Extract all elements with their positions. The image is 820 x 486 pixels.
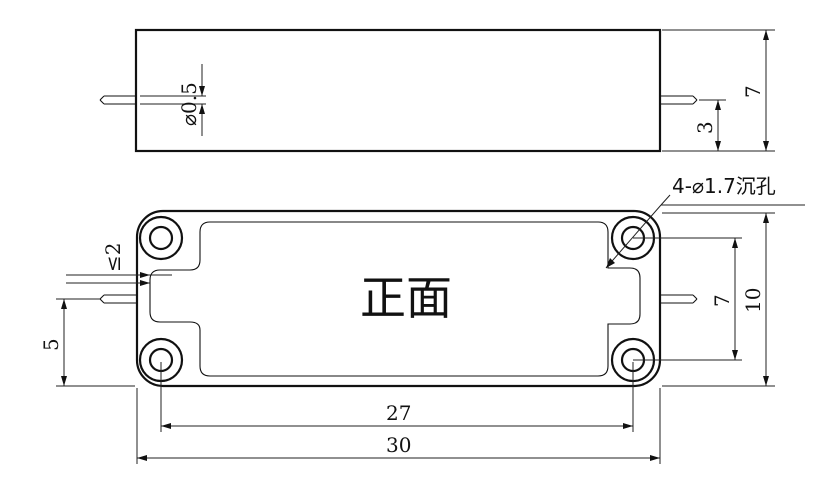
width-label: 30 <box>386 433 411 457</box>
top-view-body <box>134 28 662 153</box>
top-view-height-dimension: 7 <box>662 29 775 152</box>
pin-diameter-label: ⌀0.5 <box>177 82 201 126</box>
hole-spacing-horizontal-label: 27 <box>386 401 411 425</box>
front-view-body <box>135 209 662 388</box>
top-view: ⌀0.5 7 3 <box>99 28 775 153</box>
front-view-height-dimension: 10 <box>662 212 775 387</box>
width-dimension: 30 <box>136 388 661 464</box>
front-view-pin-height-dimension: 5 <box>39 298 135 387</box>
front-view-label: 正面 <box>360 271 452 325</box>
front-view-pin-height-label: 5 <box>39 338 63 351</box>
hole-spacing-horizontal-dimension: 27 <box>160 362 634 432</box>
top-view-left-pin <box>99 95 136 105</box>
gap-label: ≤2 <box>101 243 125 272</box>
top-view-height-label: 7 <box>741 85 765 98</box>
top-view-right-pin <box>660 95 698 105</box>
top-view-pin-height-dimension: 3 <box>693 99 726 151</box>
mounting-hole-top-left <box>138 215 184 261</box>
top-view-pin-height-label: 3 <box>693 121 717 134</box>
pin-diameter-dimension: ⌀0.5 <box>140 64 206 136</box>
front-view: 正面 4-⌀1.7沉孔 ≤2 5 <box>39 174 805 464</box>
front-view-right-pin <box>660 294 698 304</box>
front-view-left-pin <box>99 294 137 304</box>
front-view-inner-outline <box>149 221 641 377</box>
hole-spacing-vertical-dimension: 7 <box>633 237 742 361</box>
gap-dimension: ≤2 <box>66 243 172 286</box>
hole-note-label: 4-⌀1.7沉孔 <box>672 174 776 198</box>
hole-callout: 4-⌀1.7沉孔 <box>605 174 805 269</box>
hole-spacing-vertical-label: 7 <box>710 294 734 307</box>
front-view-height-label: 10 <box>741 288 765 313</box>
